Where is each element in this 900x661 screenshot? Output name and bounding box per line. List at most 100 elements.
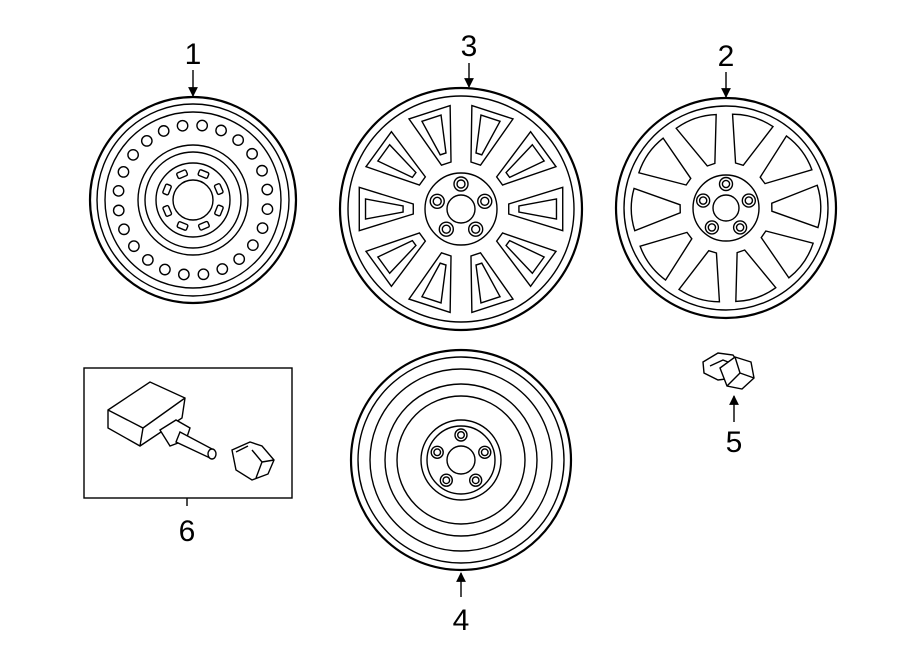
hub-slot <box>176 169 189 180</box>
vent-hole <box>127 148 140 161</box>
vent-hole <box>256 222 269 234</box>
lug-hole <box>467 221 484 237</box>
lug-hole-inner <box>698 196 708 205</box>
spoke-window <box>407 252 452 314</box>
vent-hole <box>215 124 227 137</box>
spoke-window-inner <box>518 198 558 220</box>
spoke-window-inner <box>505 239 546 275</box>
spoke-window-inner <box>475 262 502 304</box>
spoke-window <box>735 249 777 303</box>
spoke-window-inner <box>475 114 502 156</box>
lug-hole <box>741 193 757 208</box>
vent-hole <box>140 134 153 147</box>
lug-hole-inner <box>480 448 489 457</box>
alloy-wheel-icon <box>338 86 584 332</box>
vent-hole <box>196 119 209 132</box>
spoke-window <box>470 252 515 314</box>
lug-hole-inner <box>707 223 717 232</box>
vent-hole <box>261 183 274 196</box>
spoke-window <box>639 231 693 282</box>
hub-slot <box>162 204 173 217</box>
lug-hole-inner <box>470 224 481 234</box>
vent-hole <box>233 253 246 266</box>
lug-hole <box>477 193 493 209</box>
callout-5: 5 <box>726 395 743 459</box>
vent-hole <box>246 147 259 160</box>
spoke-window <box>470 104 515 166</box>
vent-hole <box>157 125 170 137</box>
lug-hole <box>695 193 711 208</box>
lug-hole-inner <box>456 179 466 189</box>
callout-1: 1 <box>185 38 202 97</box>
lug-hole <box>468 473 483 487</box>
vent-hole <box>159 263 171 276</box>
spoke-window-inner <box>420 262 447 304</box>
lug-hole-inner <box>442 476 451 485</box>
callout-2: 2 <box>718 40 735 98</box>
hub-slot <box>197 220 210 231</box>
callout-number-3: 3 <box>461 30 478 63</box>
lug-hole-inner <box>721 179 731 189</box>
spoke-window <box>637 137 692 186</box>
lug-hole-inner <box>457 431 466 440</box>
hub-slot <box>197 169 210 179</box>
lug-hole <box>429 193 445 209</box>
vent-hole <box>112 184 125 197</box>
callout-4: 4 <box>453 572 470 637</box>
vent-hole <box>127 240 140 253</box>
steel-wheel-icon <box>88 95 298 305</box>
lug-hole <box>718 176 734 192</box>
vent-hole <box>112 204 125 217</box>
vent-hole <box>141 253 154 266</box>
lug-hole-inner <box>471 476 480 485</box>
vent-hole <box>232 134 245 147</box>
vent-hole <box>256 164 268 177</box>
spoke-window-inner <box>376 143 417 179</box>
callout-number-5: 5 <box>726 426 743 459</box>
spoke-window-inner <box>505 143 546 179</box>
hub-slot <box>162 183 172 196</box>
vent-hole <box>216 263 229 275</box>
lug-hole-inner <box>432 196 442 206</box>
tpms-sensor-icon <box>83 367 293 499</box>
spoke-window <box>677 249 721 303</box>
spoke-window <box>495 130 558 186</box>
spoke-window <box>407 104 452 166</box>
vent-hole <box>246 239 259 252</box>
lug-hole <box>732 220 748 235</box>
lug-hole-inner <box>735 223 745 232</box>
hub-slot <box>176 221 189 231</box>
spare-wheel-icon <box>349 348 573 572</box>
lug-hole <box>438 221 455 237</box>
lug-hole <box>454 428 468 442</box>
spoke-window <box>675 113 717 167</box>
hub-slot <box>213 183 224 196</box>
vent-hole <box>176 119 189 132</box>
lug-hole-inner <box>744 196 754 205</box>
lug-hole-inner <box>441 224 452 234</box>
spoke-window <box>630 187 681 232</box>
callout-number-1: 1 <box>185 38 202 71</box>
vent-hole <box>177 268 190 281</box>
lug-nut-icon <box>702 352 755 390</box>
lug-hole-inner <box>480 196 490 206</box>
spoke-window <box>731 113 775 167</box>
spoke-window <box>760 230 815 279</box>
hub-slot <box>214 204 224 217</box>
spoke-window <box>508 186 564 232</box>
callout-number-2: 2 <box>718 40 735 73</box>
lug-hole <box>430 445 444 459</box>
callout-number-6: 6 <box>179 515 196 548</box>
vent-hole <box>118 223 130 236</box>
vent-hole <box>197 268 210 281</box>
lug-hole <box>704 220 720 235</box>
lug-hole <box>439 473 454 487</box>
lug-hole <box>478 445 492 459</box>
spoke-window-inner <box>376 239 417 275</box>
spoke-window-inner <box>364 198 404 220</box>
callout-number-4: 4 <box>453 604 470 637</box>
spoke-window <box>495 232 558 288</box>
spoke-window-inner <box>420 114 447 156</box>
lug-hole <box>453 176 469 192</box>
